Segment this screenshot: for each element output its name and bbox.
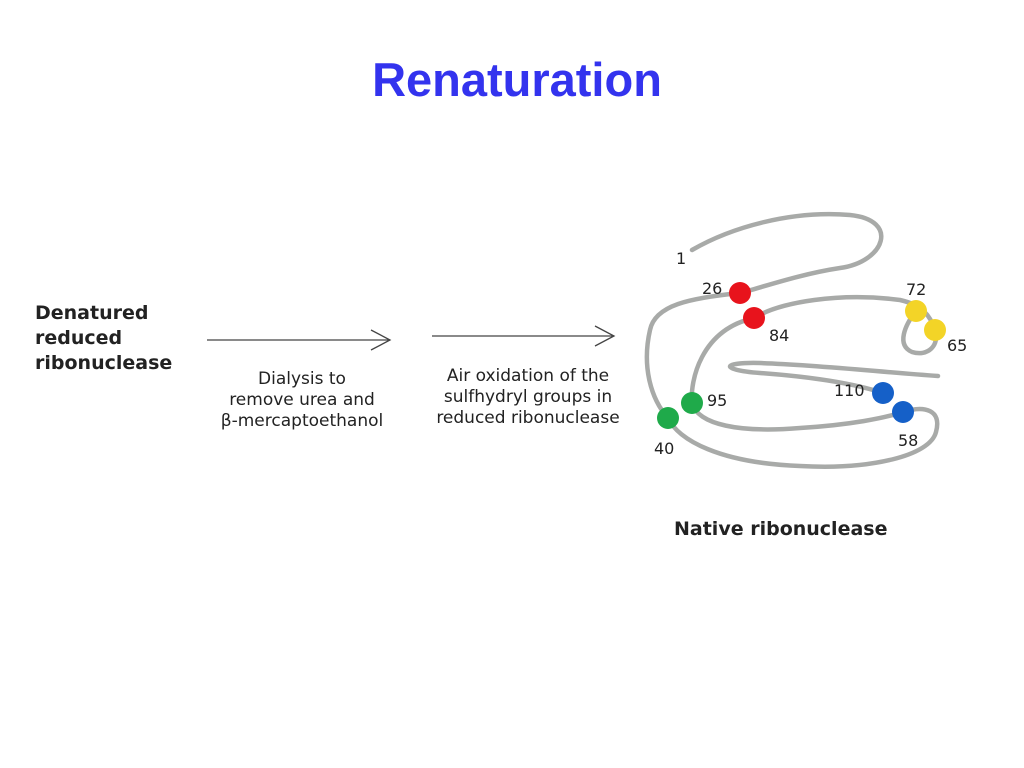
step-caption-line: remove urea and [229,390,375,410]
residue-label-95: 95 [707,391,727,410]
residue-label-40: 40 [654,439,674,458]
start-label-line: Denatured [35,302,149,324]
step-caption-line: Dialysis to [258,369,346,389]
start-state-label: Denatured reduced ribonuclease [35,301,172,376]
chain-segment [751,294,938,333]
chain-segment [665,406,940,469]
residue-label-58: 58 [898,431,918,450]
cysteine-95-dot [681,392,703,414]
residue-label-84: 84 [769,326,789,345]
start-label-line: reduced [35,327,123,349]
cysteine-40-dot [657,407,679,429]
cysteine-58-dot [892,401,914,423]
native-state-label: Native ribonuclease [674,518,888,540]
chain-segment [901,308,939,356]
start-label-line: ribonuclease [35,352,173,374]
chain-segment [689,315,906,432]
process-arrows [207,325,616,351]
polypeptide-chain [644,211,941,469]
chain-segment [644,211,884,421]
cysteine-72-dot [905,300,927,322]
step-caption-line: reduced ribonuclease [436,408,620,428]
residue-label-72: 72 [906,280,926,299]
residue-label-26: 26 [702,279,722,298]
arrow-dialysis [207,329,392,351]
step-caption-line: Air oxidation of the [446,366,610,386]
residue-label-65: 65 [947,336,967,355]
cysteine-110-dot [872,382,894,404]
slide-title: Renaturation [372,53,662,106]
residue-label-1: 1 [676,249,686,268]
arrow-oxidation [432,325,616,347]
step-dialysis-caption: Dialysis to remove urea and β-mercaptoet… [196,369,408,432]
cysteine-65-dot [924,319,946,341]
cysteine-84-dot [743,307,765,329]
cysteine-26-dot [729,282,751,304]
residue-label-110: 110 [834,381,865,400]
step-caption-line: β-mercaptoethanol [220,411,384,431]
residue-labels: 1 26 84 72 65 95 40 110 58 [654,249,967,458]
chain-segment [727,360,941,396]
disulfide-bonds [657,282,946,429]
step-oxidation-caption: Air oxidation of the sulfhydryl groups i… [412,366,644,429]
step-caption-line: sulfhydryl groups in [443,387,613,407]
